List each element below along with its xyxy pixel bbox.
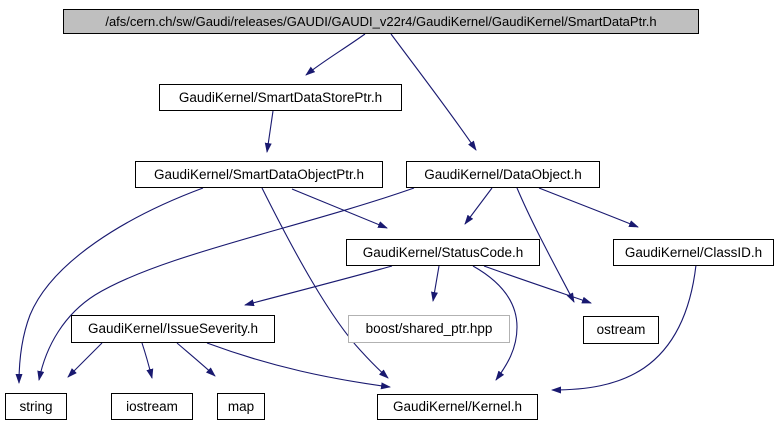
edge-smartdataptr-dataobject bbox=[390, 33, 477, 151]
node-map: map bbox=[217, 393, 265, 420]
edge-smartdataobjectptr-string bbox=[15, 187, 204, 384]
node-smartdatastoreptr-h[interactable]: GaudiKernel/SmartDataStorePtr.h bbox=[159, 84, 402, 111]
node-statuscode-h[interactable]: GaudiKernel/StatusCode.h bbox=[346, 239, 540, 266]
node-kernel-h[interactable]: GaudiKernel/Kernel.h bbox=[377, 394, 538, 420]
node-boost-shared-ptr-hpp: boost/shared_ptr.hpp bbox=[348, 315, 510, 343]
node-issueseverity-h[interactable]: GaudiKernel/IssueSeverity.h bbox=[71, 315, 275, 343]
edge-smartdataptr-smartdatastoreptr bbox=[305, 33, 366, 76]
edge-issueseverity-iostream bbox=[141, 342, 154, 379]
edge-statuscode-boost bbox=[431, 265, 440, 302]
edge-dataobject-statuscode bbox=[464, 187, 493, 225]
node-smartdataptr-h: /afs/cern.ch/sw/Gaudi/releases/GAUDI/GAU… bbox=[63, 9, 699, 34]
edge-statuscode-issueseverity bbox=[244, 265, 393, 307]
edge-dataobject-string bbox=[37, 187, 415, 381]
edge-smartdatastoreptr-smartdataobjectptr bbox=[264, 110, 274, 153]
edge-issueseverity-map bbox=[176, 342, 216, 377]
edge-dataobject-classid bbox=[538, 187, 639, 228]
edge-issueseverity-string bbox=[67, 342, 103, 378]
edge-smartdataobjectptr-kernel bbox=[261, 187, 389, 379]
node-dataobject-h[interactable]: GaudiKernel/DataObject.h bbox=[406, 161, 600, 188]
node-smartdataobjectptr-h[interactable]: GaudiKernel/SmartDataObjectPtr.h bbox=[135, 161, 383, 188]
edge-dataobject-ostream bbox=[516, 187, 575, 303]
edge-smartdataobjectptr-statuscode bbox=[291, 188, 388, 229]
node-ostream: ostream bbox=[583, 316, 659, 344]
node-classid-h[interactable]: GaudiKernel/ClassID.h bbox=[613, 239, 774, 266]
edge-classid-kernel bbox=[551, 264, 697, 394]
node-string: string bbox=[5, 393, 67, 420]
node-iostream: iostream bbox=[111, 393, 193, 420]
edge-issueseverity-kernel bbox=[206, 342, 391, 390]
edge-statuscode-kernel bbox=[472, 265, 518, 381]
edge-statuscode-ostream bbox=[483, 265, 592, 304]
